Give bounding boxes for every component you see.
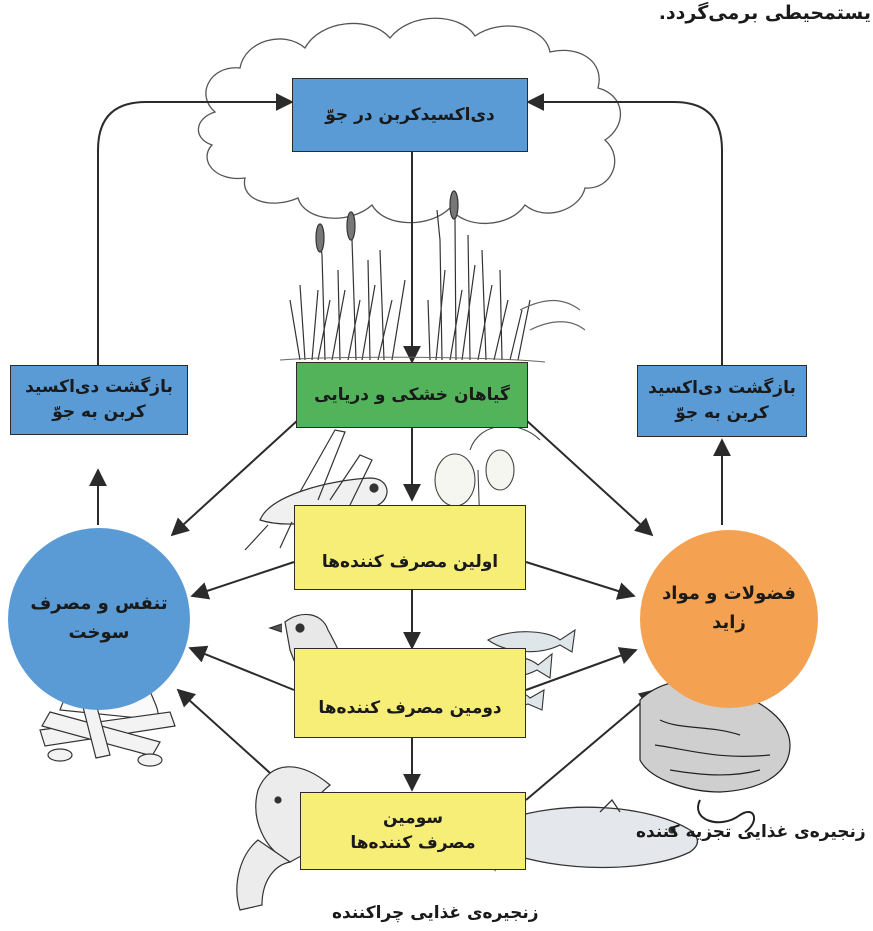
plants-box: گیاهان خشکی و دریایی [296,362,528,428]
salmon-illustration [477,798,699,872]
return-co2-right-box: بازگشت دی‌اکسید کربن به جوّ [637,365,807,437]
ground-line [279,356,546,363]
first-consumers-box: اولین مصرف کننده‌ها [294,505,526,590]
arrow-return-right-to-atmosphere [526,93,723,365]
decomposer-chain-caption: زنجیره‌ی غذایی تجزیه کننده [636,822,866,842]
arrow-return-left-to-atmosphere [97,93,294,365]
arrow-first-to-waste [525,561,636,600]
grass-illustration [289,190,586,387]
waste-circle: فضولات و مواد زاید [640,530,818,708]
third-consumers-line1: سومین [382,808,444,829]
arrow-plants-to-respiration [170,419,299,537]
atmosphere-co2-box: دی‌اکسیدکربن در جوّ [292,78,528,152]
arrow-plants-to-waste [525,419,654,537]
respiration-circle: تنفس و مصرف سوخت [8,528,190,710]
insect-illustration [434,425,541,531]
second-consumers-box: دومین مصرف کننده‌ها [294,648,526,738]
grazing-chain-caption: زنجیره‌ی غذایی چراکننده [332,903,539,923]
header-text: یستمحیطی برمی‌گردد. [658,2,871,24]
return-co2-left-box: بازگشت دی‌اکسید کربن به جوّ [10,365,188,435]
arrow-first-to-respiration [190,561,295,600]
third-consumers-box: سومین مصرف کننده‌ها [300,792,526,870]
arrow-third-to-waste [525,688,658,801]
third-consumers-line2: مصرف کننده‌ها [350,833,476,853]
arrow-second-to-respiration [188,645,295,691]
arrow-second-to-waste [525,647,638,691]
